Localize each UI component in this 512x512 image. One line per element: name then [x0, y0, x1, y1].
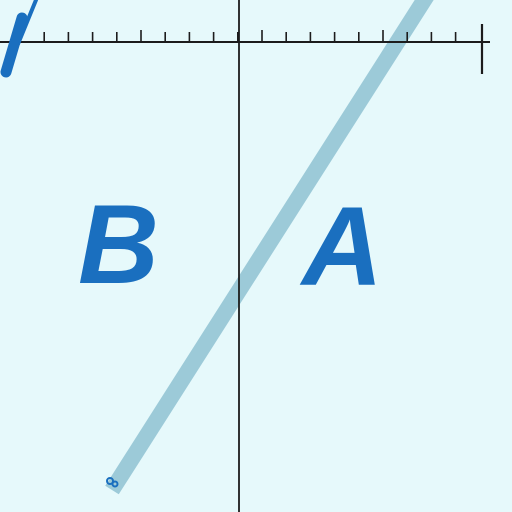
edge-stroke-thick — [0, 12, 28, 78]
edge-stroke-thin — [16, 0, 38, 46]
zone-label-a: A — [299, 184, 383, 309]
zone-label-b: B — [78, 182, 159, 307]
point-marker-icon — [106, 477, 119, 488]
zone-boundary-line — [105, 0, 434, 495]
coastline-edge — [0, 0, 38, 78]
